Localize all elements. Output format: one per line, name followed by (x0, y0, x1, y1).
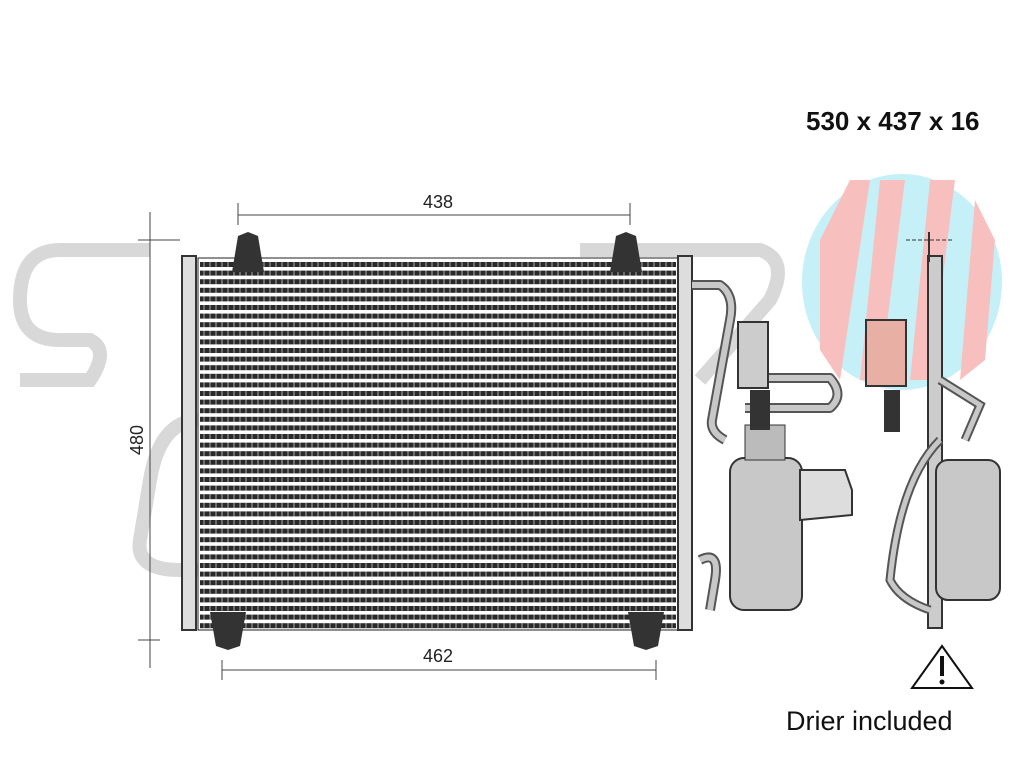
left-tank (181, 255, 197, 631)
pressure-switch-block (737, 321, 769, 389)
side-view (865, 232, 1001, 629)
condenser-core (181, 232, 693, 650)
mount-bracket-top-left (232, 232, 264, 272)
dimension-lines (138, 203, 657, 680)
right-tank (677, 255, 693, 631)
dimensions-label: 530 x 437 x 16 (806, 106, 980, 136)
width-top-label: 438 (423, 192, 453, 212)
mount-bracket-bottom-left (210, 612, 246, 650)
mount-bracket-bottom-right (628, 612, 664, 650)
drier-bracket (799, 469, 853, 522)
brand-logo-watermark (802, 174, 1002, 390)
mount-bracket-top-right (610, 232, 642, 272)
warning-triangle-icon (910, 644, 974, 689)
height-label: 480 (127, 425, 147, 455)
width-bottom-label: 462 (423, 646, 453, 666)
pipes-front-fill (692, 282, 841, 611)
receiver-drier-front (729, 321, 853, 611)
drier-included-note: Drier included (786, 706, 953, 736)
